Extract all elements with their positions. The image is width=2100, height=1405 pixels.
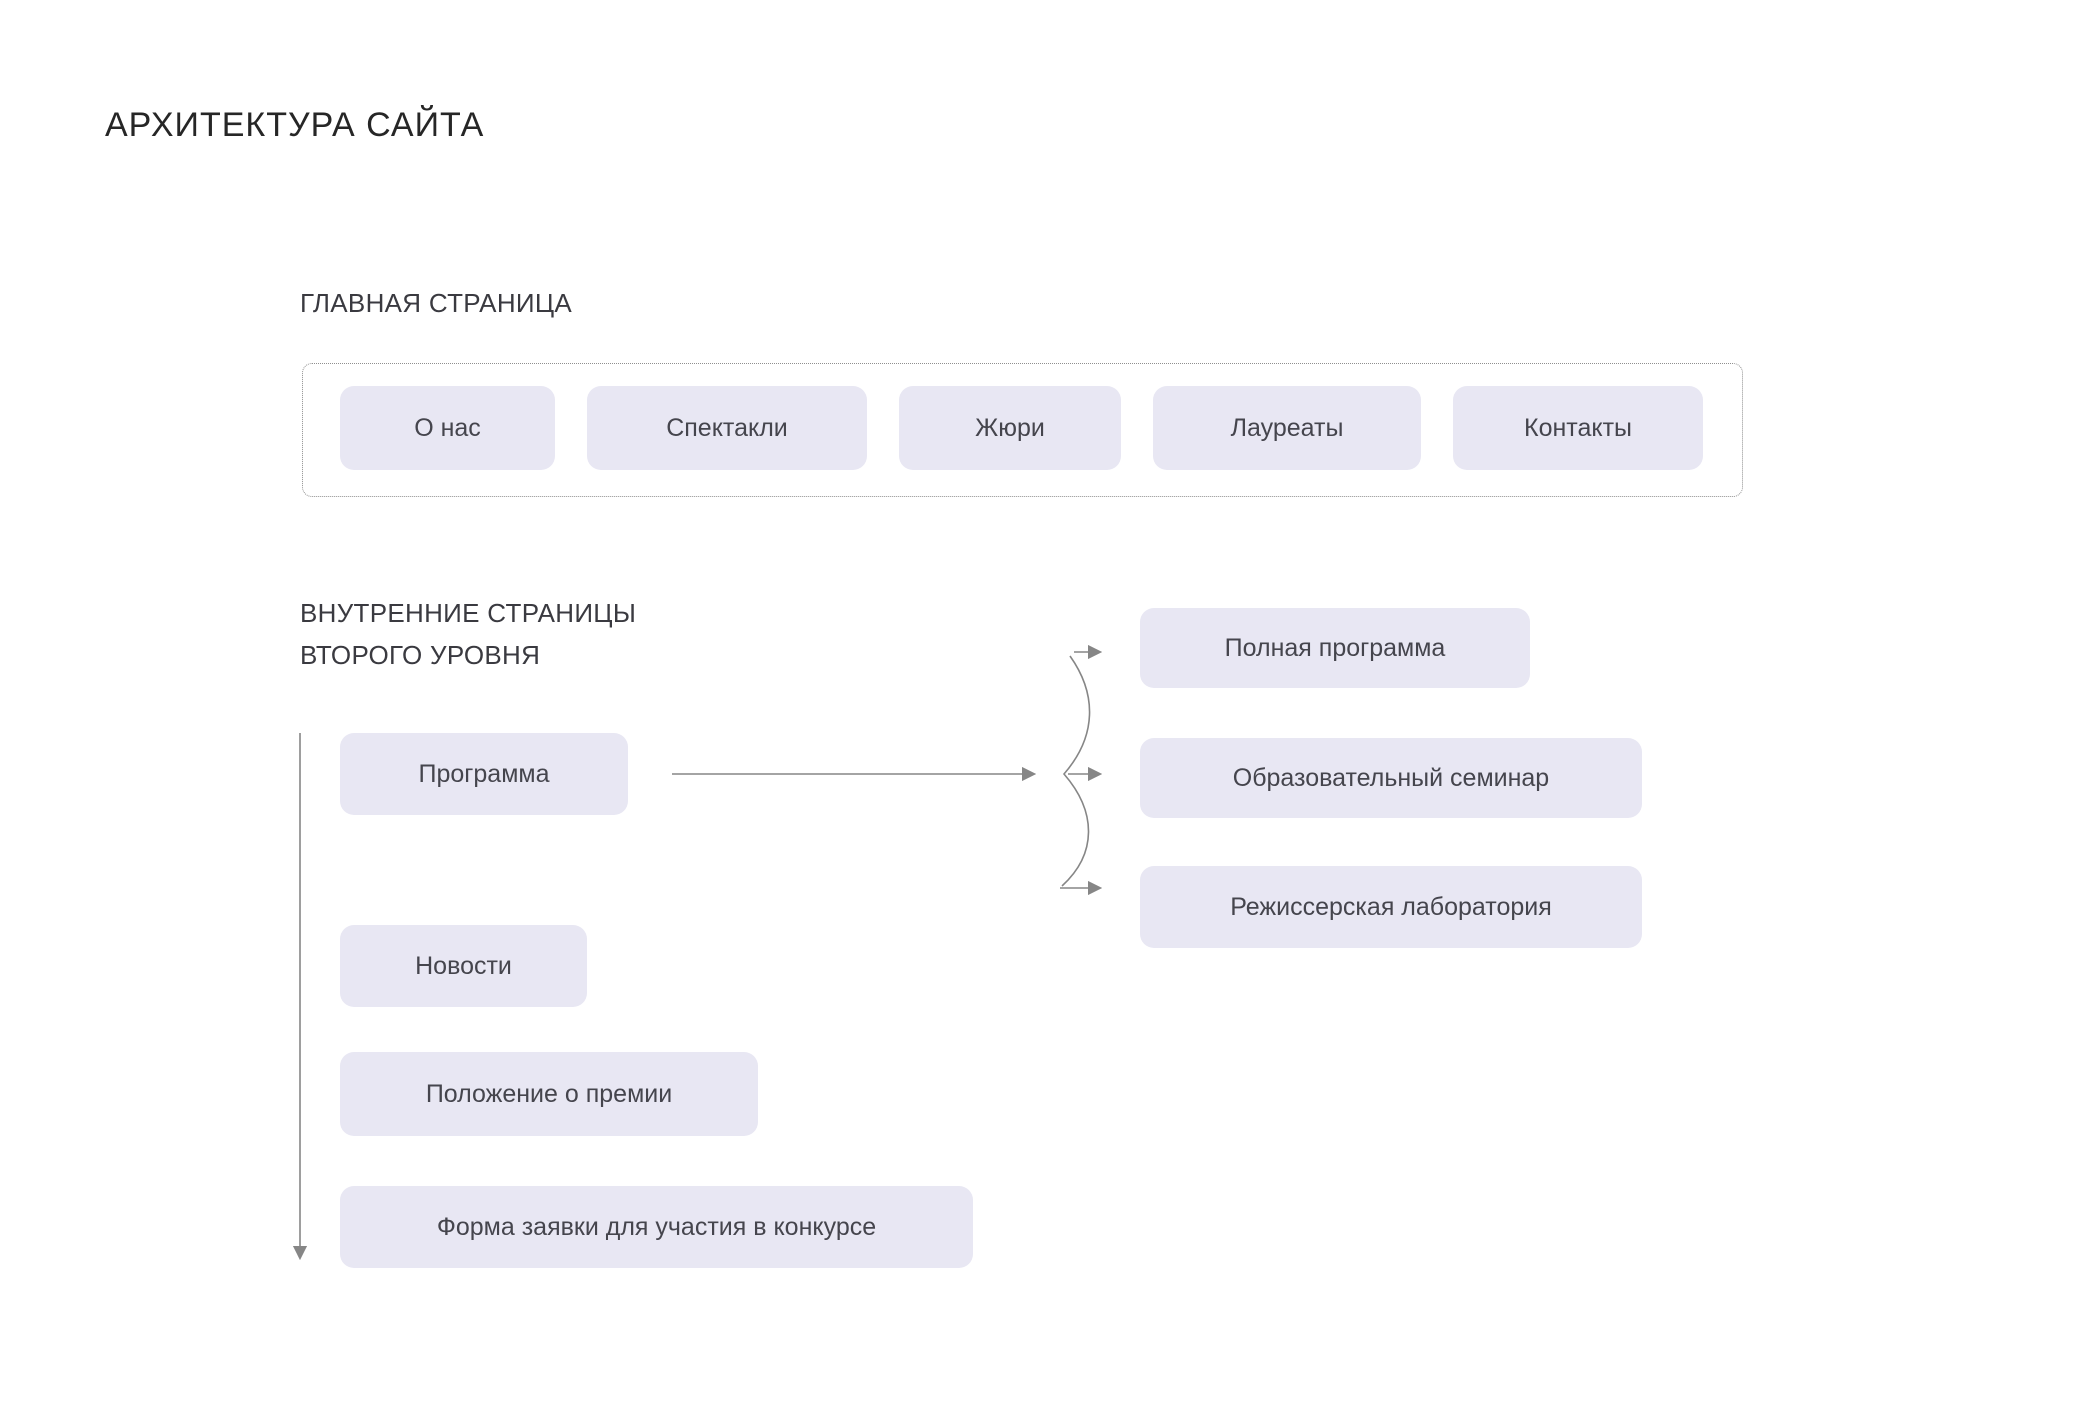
node-award-regulations[interactable]: Положение о премии (340, 1052, 758, 1136)
node-program[interactable]: Программа (340, 733, 628, 815)
node-educational-seminar-label: Образовательный семинар (1232, 763, 1550, 792)
node-directors-laboratory[interactable]: Режиссерская лаборатория (1140, 866, 1642, 948)
node-performances[interactable]: Спектакли (587, 386, 867, 470)
node-news-label: Новости (415, 951, 512, 980)
node-contacts[interactable]: Контакты (1453, 386, 1703, 470)
node-about-label: О нас (414, 413, 481, 442)
node-about[interactable]: О нас (340, 386, 555, 470)
node-jury-label: Жюри (975, 413, 1045, 442)
node-news[interactable]: Новости (340, 925, 587, 1007)
node-application-form-label: Форма заявки для участия в конкурсе (436, 1212, 877, 1241)
node-educational-seminar[interactable]: Образовательный семинар (1140, 738, 1642, 818)
node-contacts-label: Контакты (1524, 413, 1632, 442)
main-page-group-outline (302, 363, 1743, 497)
node-directors-laboratory-label: Режиссерская лаборатория (1230, 892, 1552, 921)
node-full-program[interactable]: Полная программа (1140, 608, 1530, 688)
second-level-heading-line1: ВНУТРЕННИЕ СТРАНИЦЫ (300, 598, 637, 628)
main-page-heading: ГЛАВНАЯ СТРАНИЦА (300, 288, 573, 318)
page-title: АРХИТЕКТУРА САЙТА (105, 106, 485, 144)
node-jury[interactable]: Жюри (899, 386, 1121, 470)
node-application-form[interactable]: Форма заявки для участия в конкурсе (340, 1186, 973, 1268)
node-laureates[interactable]: Лауреаты (1153, 386, 1421, 470)
node-program-label: Программа (418, 759, 550, 788)
second-level-heading-line2: ВТОРОГО УРОВНЯ (300, 640, 541, 670)
second-level-heading: ВНУТРЕННИЕ СТРАНИЦЫ ВТОРОГО УРОВНЯ (300, 592, 636, 676)
node-performances-label: Спектакли (666, 413, 788, 442)
node-laureates-label: Лауреаты (1230, 413, 1344, 442)
node-award-regulations-label: Положение о премии (425, 1079, 673, 1108)
branch-brace-curve (1061, 655, 1091, 887)
node-full-program-label: Полная программа (1224, 633, 1446, 662)
